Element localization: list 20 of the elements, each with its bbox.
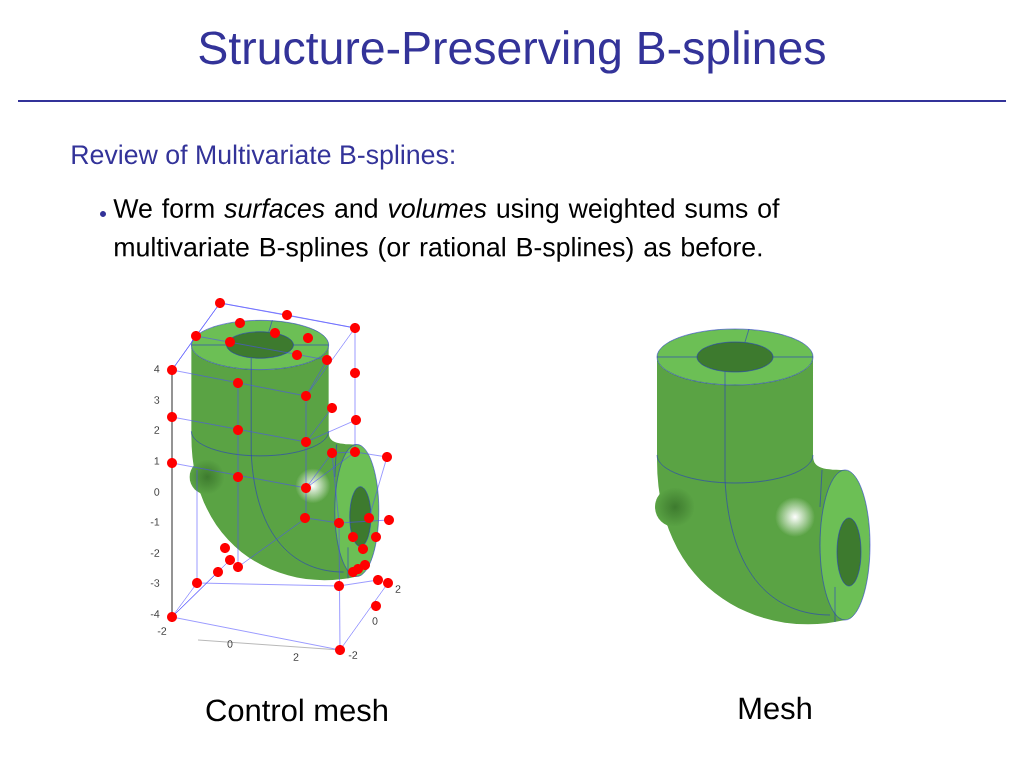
tick-label: -2 <box>348 651 358 659</box>
tick-label: 2 <box>395 585 401 593</box>
caption: Mesh <box>739 696 811 720</box>
bullet-text: We form surfaces and volumes using weighted sums of multivariate B-splines (or rational B-splines) as before. <box>113 198 780 262</box>
tick-label: -1 <box>150 518 160 526</box>
tick-label: 2 <box>293 653 299 661</box>
tick-label: 0 <box>372 617 378 625</box>
tick-label: -2 <box>157 627 167 635</box>
tick-label: 2 <box>154 426 160 434</box>
tick-label: 0 <box>227 640 233 648</box>
tick-label: 1 <box>154 457 160 465</box>
caption: Control mesh <box>206 698 387 722</box>
slide-title: Structure-Preserving B-splines <box>199 30 825 74</box>
tick-label: -4 <box>150 610 160 618</box>
tick-label: -2 <box>150 549 160 557</box>
tick-label: 4 <box>154 365 160 373</box>
tick-label: 0 <box>154 488 160 496</box>
tick-label: 3 <box>154 396 160 404</box>
subheading: Review of Multivariate B-splines: <box>72 144 454 170</box>
tick-label: -3 <box>150 579 160 587</box>
